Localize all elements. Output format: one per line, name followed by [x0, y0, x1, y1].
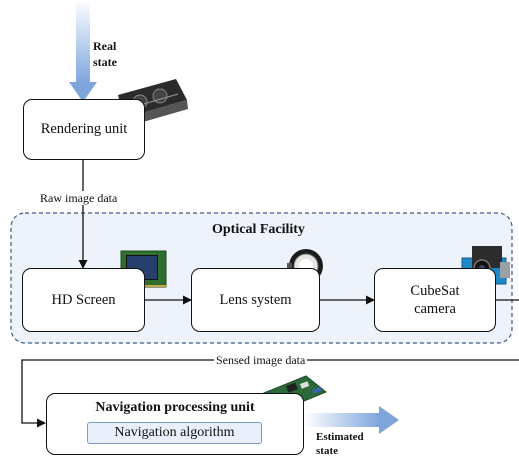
hd-screen-label: HD Screen — [51, 291, 116, 308]
navigation-processing-unit-box: Navigation processing unit Navigation al… — [46, 393, 304, 455]
optical-facility-title: Optical Facility — [212, 222, 305, 237]
rendering-unit-box: Rendering unit — [23, 99, 145, 160]
sensed-image-data-label: Sensed image data — [214, 353, 308, 367]
cubesat-camera-box: CubeSat camera — [374, 268, 496, 332]
real-state-arrow — [69, 0, 97, 102]
navigation-processing-unit-label: Navigation processing unit — [95, 400, 255, 415]
rendering-unit-label: Rendering unit — [40, 121, 128, 138]
real-state-label: Real state — [93, 39, 117, 69]
raw-image-data-label: Raw image data — [38, 191, 120, 205]
estimated-state-label: Estimated state — [316, 431, 364, 457]
lens-system-label: Lens system — [219, 291, 292, 308]
hd-screen-box: HD Screen — [22, 268, 145, 332]
navigation-algorithm-label: Navigation algorithm — [114, 425, 235, 441]
navigation-algorithm-box: Navigation algorithm — [87, 422, 262, 444]
cubesat-camera-label: CubeSat camera — [410, 282, 460, 317]
lens-system-box: Lens system — [191, 268, 320, 332]
estimated-state-arrow — [304, 406, 399, 434]
